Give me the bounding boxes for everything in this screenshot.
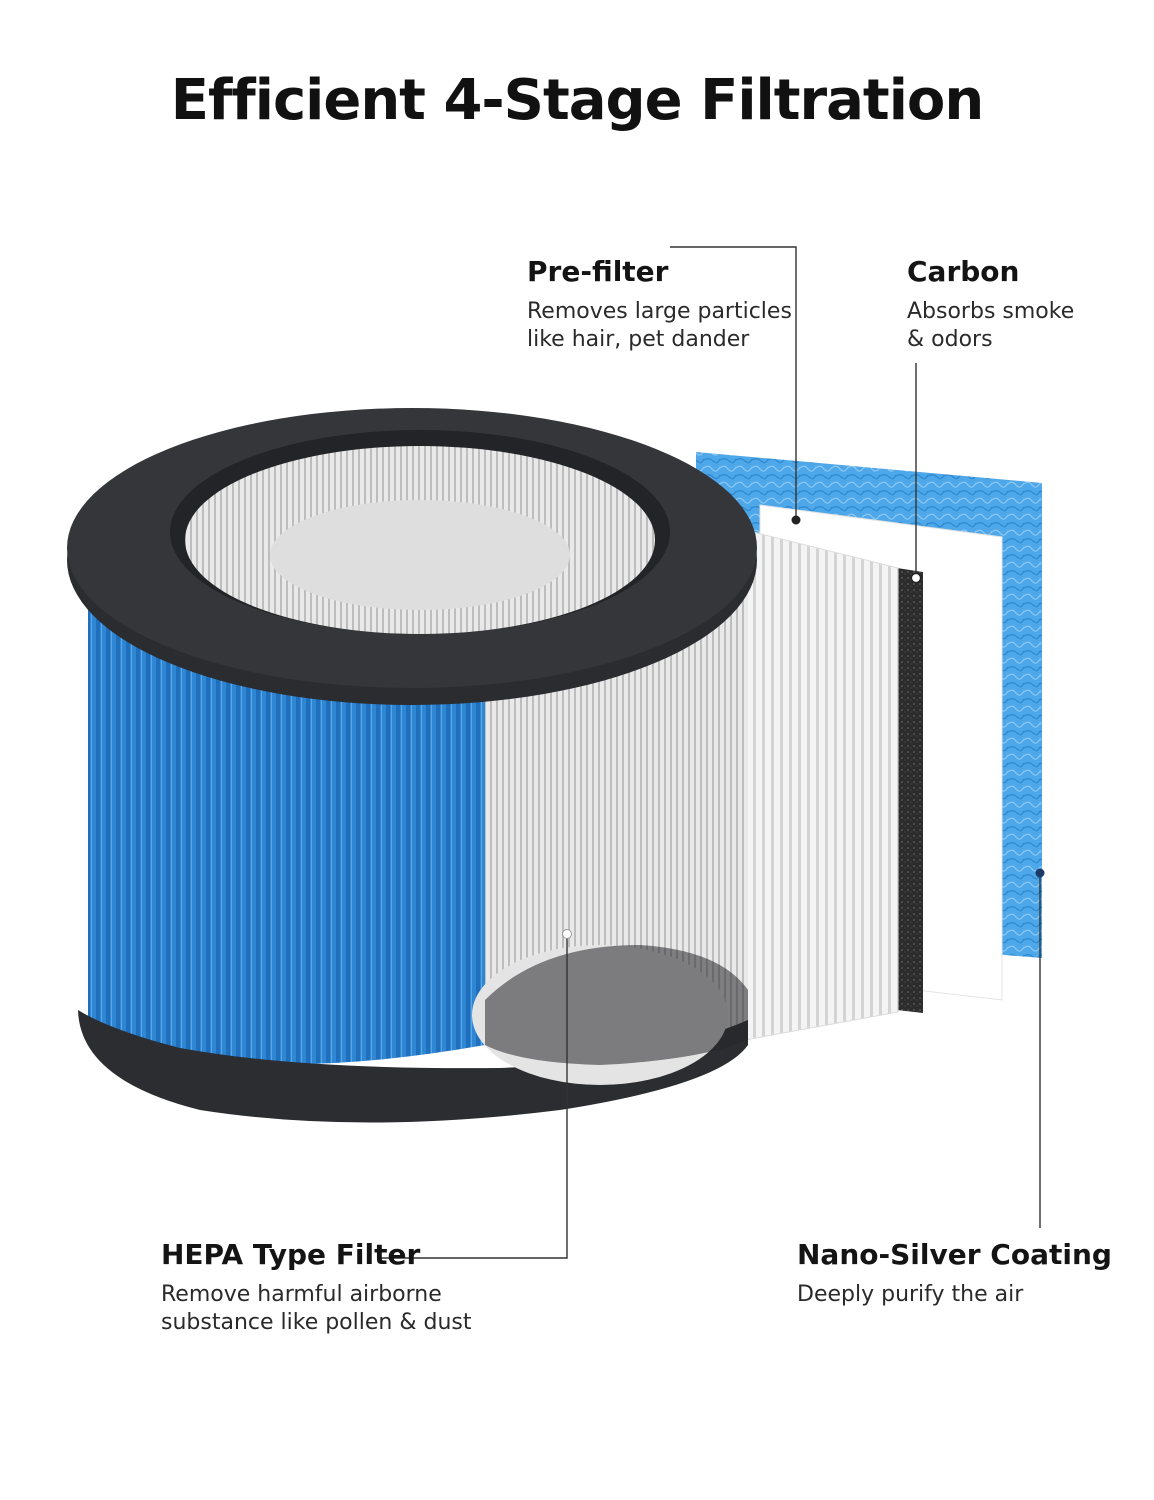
prefilter-leader [670, 246, 797, 520]
nanosilver-dot [1035, 868, 1045, 878]
carbon-desc-line2: & odors [907, 327, 993, 352]
prefilter-desc-line1: Removes large particles [527, 299, 792, 324]
blue-hepa-layer [88, 600, 485, 1065]
prefilter-heading: Pre-filter [527, 255, 669, 288]
hepa-desc-line1: Remove harmful airborne [161, 1282, 442, 1307]
hepa-dot [562, 929, 572, 939]
hepa-heading: HEPA Type Filter [161, 1238, 421, 1271]
hepa-pleats [744, 529, 899, 1041]
hepa-desc-line2: substance like pollen & dust [161, 1310, 472, 1335]
carbon-desc-line1: Absorbs smoke [907, 299, 1075, 324]
nanosilver-heading: Nano-Silver Coating [797, 1238, 1112, 1271]
bottom-frame [78, 1010, 748, 1123]
carbon-heading: Carbon [907, 255, 1020, 288]
prefilter-dot [791, 515, 801, 525]
hepa-leader [380, 934, 568, 1259]
nanosilver-desc-line1: Deeply purify the air [797, 1282, 1024, 1307]
carbon-dot [910, 572, 922, 584]
prefilter-desc-line2: like hair, pet dander [527, 327, 750, 352]
carbon-sheet [897, 568, 923, 1013]
page-title: Efficient 4-Stage Filtration [170, 68, 984, 133]
